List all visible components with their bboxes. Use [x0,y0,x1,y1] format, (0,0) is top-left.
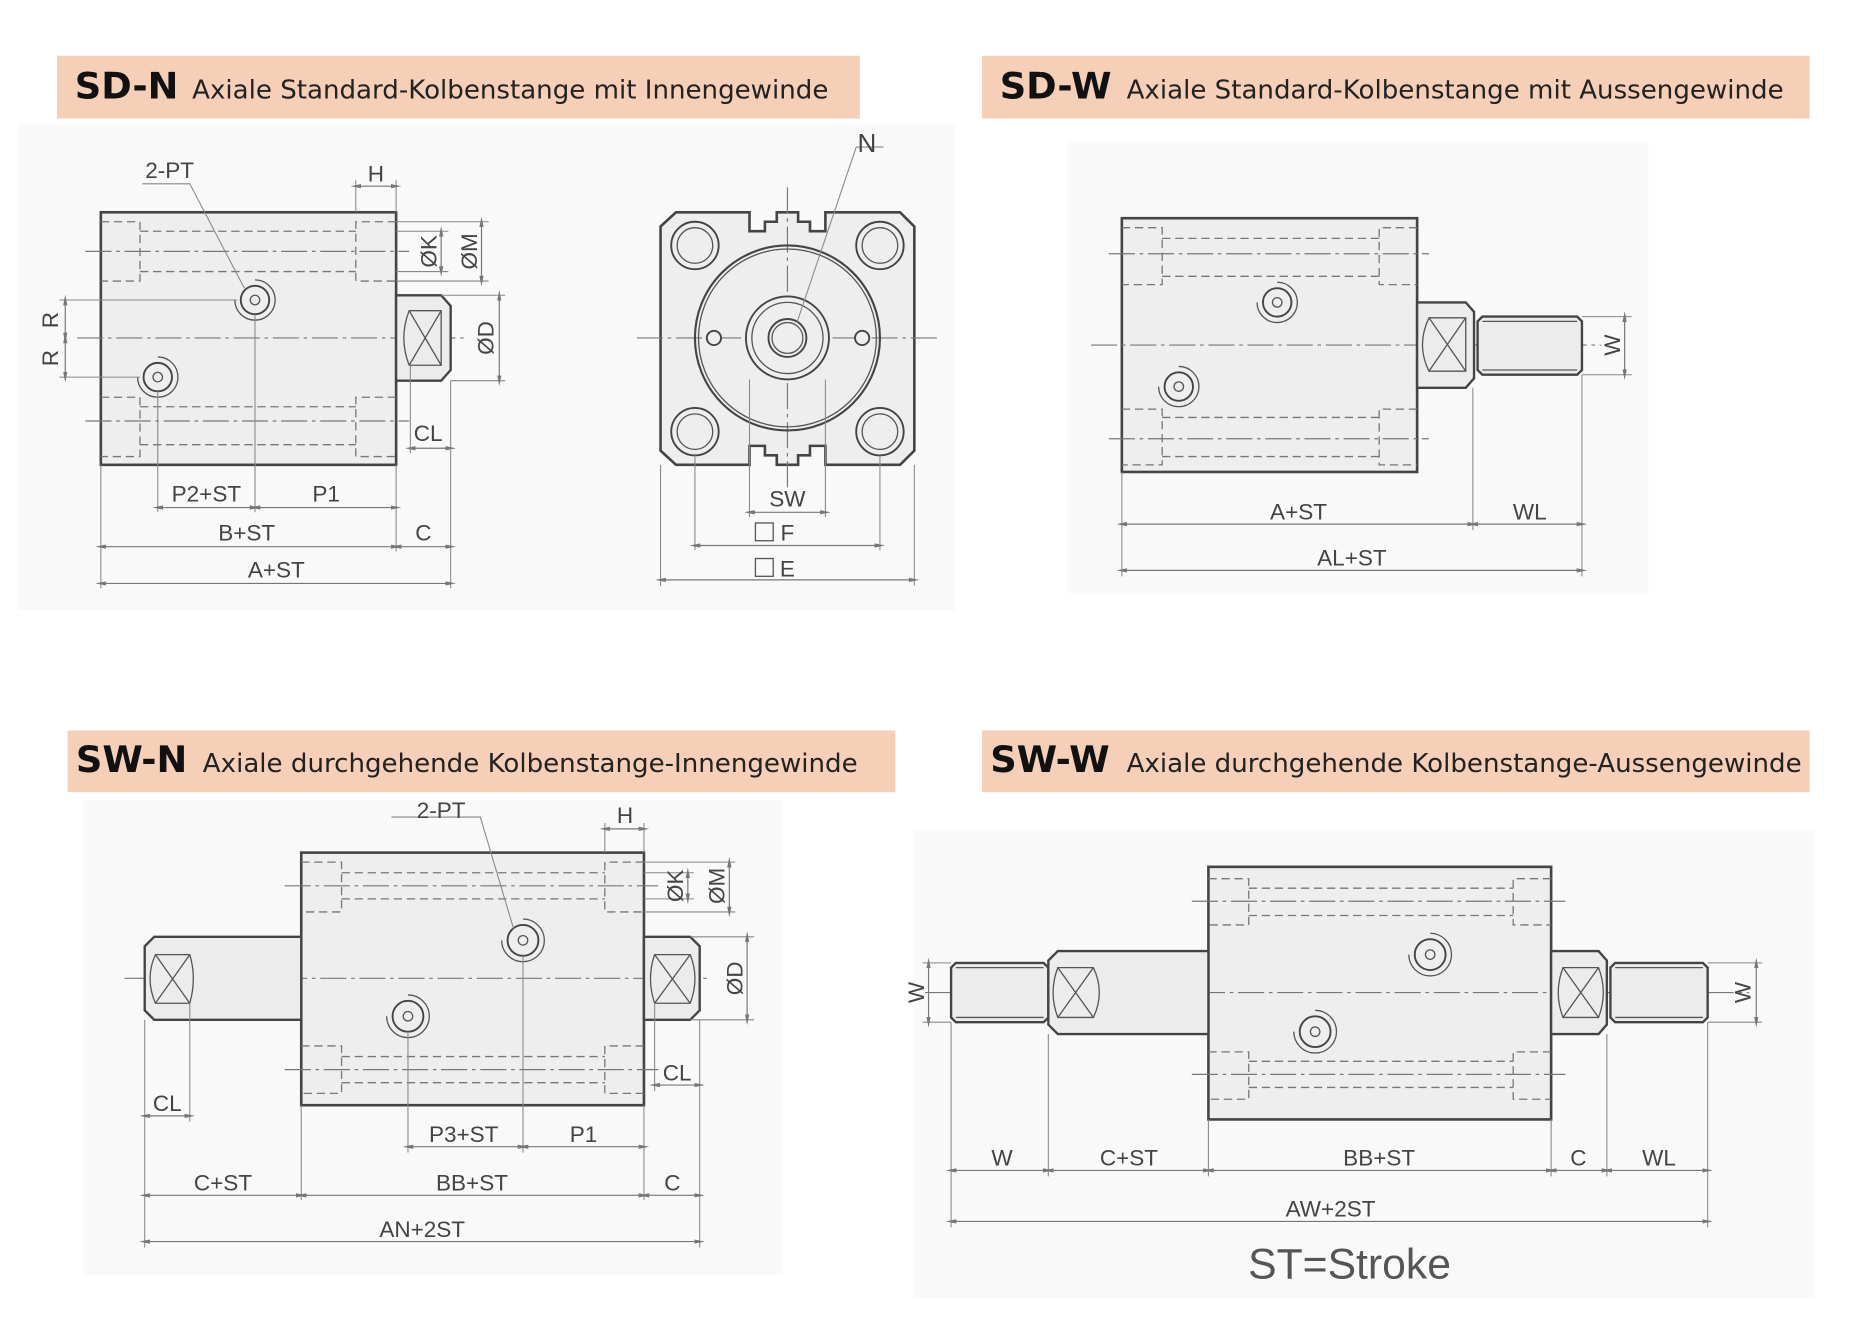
sw-n-header: SW-N Axiale durchgehende Kolbenstange-In… [67,730,896,793]
port-label: 2-PT [417,798,466,823]
dim-p3: P3+ST [429,1122,499,1147]
mounting-hole-icon [670,220,720,271]
piston-rod-end [1415,301,1476,389]
square-symbol-icon [754,522,774,542]
sd-n-title: Axiale Standard-Kolbenstange mit Innenge… [192,75,828,105]
wrench-flat-icon [1052,966,1100,1019]
port-label: 2-PT [145,158,194,183]
dim-w-right: W [1730,981,1755,1003]
mounting-hole-icon [855,220,905,271]
dim-c-st: C+ST [1100,1146,1158,1171]
sw-w-title: Axiale durchgehende Kolbenstange-Ausseng… [1127,749,1802,779]
square-symbol-icon [754,557,774,577]
wrench-flat-icon [1421,317,1467,372]
sd-w-title: Axiale Standard-Kolbenstange mit Ausseng… [1127,75,1784,105]
sd-n-header: SD-N Axiale Standard-Kolbenstange mit In… [56,55,860,119]
dim-r: R [38,312,63,328]
external-thread-right [1609,961,1709,1024]
dim-m: ØM [705,868,730,904]
dim-an: AN+2ST [379,1217,465,1242]
dim-f: F [781,521,795,546]
dim-h: H [368,161,384,186]
dim-p1: P1 [570,1122,598,1147]
wrench-flat-icon [1557,966,1604,1019]
dim-k: ØK [663,870,688,903]
dim-p1: P1 [312,482,340,507]
air-port-icon [234,279,276,321]
sd-w-side-view: W A+ST WL AL+ST [1091,216,1632,577]
dim-d: ØD [722,961,747,995]
dim-c: C [1570,1146,1586,1171]
dim-wl: WL [1642,1146,1676,1171]
dim-cl: CL [414,421,443,446]
dim-aw: AW+2ST [1286,1197,1376,1222]
dim-h: H [617,803,633,828]
air-port-icon [136,356,179,398]
dim-c-st: C+ST [194,1171,252,1196]
dim-e: E [780,556,795,581]
dim-w-left: W [904,981,929,1003]
sd-n-code: SD-N [75,64,179,107]
dim-b: B+ST [218,521,275,546]
dim-wl: WL [1513,499,1547,524]
sw-n-code: SW-N [76,738,187,781]
dim-cl-left: CL [153,1091,182,1116]
sd-w-header: SD-W Axiale Standard-Kolbenstange mit Au… [981,55,1810,119]
air-port-icon [385,994,430,1039]
mounting-hole-icon [855,406,905,457]
piston-rod-left [143,935,303,1022]
sw-n-side-view: 2-PT H ØK ØM ØD CL CL P3+ST P1 C+ST BB+S… [124,798,755,1248]
wrench-flat-icon [403,310,442,366]
dim-c: C [664,1171,680,1196]
mounting-hole-icon [670,406,720,457]
dim-n: N [857,128,876,158]
piston-rod-left [1047,949,1210,1036]
dim-c: C [415,521,431,546]
air-port-icon [1256,281,1298,324]
dim-bb: BB+ST [1343,1146,1415,1171]
dim-m: ØM [457,233,482,269]
sd-w-code: SD-W [1000,64,1112,107]
wrench-flat-icon [149,953,194,1004]
dim-al: AL+ST [1317,546,1387,571]
dim-w: W [1600,334,1625,356]
sw-w-side-view: W W W C+ST BB+ST C WL AW+2ST [904,865,1763,1228]
dim-a: A+ST [1270,499,1327,524]
dim-sw: SW [769,486,806,511]
dim-k: ØK [416,235,441,268]
external-thread [1476,315,1584,376]
dim-d: ØD [473,321,498,355]
sd-n-side-view: 2-PT H ØK ØM ØD R R CL P2+ST P1 B+ST C [38,158,506,589]
wrench-flat-icon [649,953,696,1004]
piston-rod-right [1549,949,1609,1036]
rod-thread-bore [767,318,808,358]
air-port-icon [1157,365,1200,408]
sd-n-front-view: N SW F E [636,128,940,586]
stroke-footnote: ST=Stroke [1248,1240,1451,1288]
dim-a: A+ST [248,558,305,583]
sw-n-title: Axiale durchgehende Kolbenstange-Innenge… [203,749,858,779]
dim-p2: P2+ST [172,482,242,507]
sw-w-header: SW-W Axiale durchgehende Kolbenstange-Au… [981,730,1810,793]
dim-cl-right: CL [663,1060,692,1085]
external-thread-left [949,961,1050,1024]
air-port-icon [1293,1009,1338,1054]
dim-bb: BB+ST [436,1171,508,1196]
sw-w-code: SW-W [990,738,1110,781]
dim-r: R [38,350,63,366]
dim-w-bottom: W [991,1146,1013,1171]
air-port-icon [1408,932,1453,977]
